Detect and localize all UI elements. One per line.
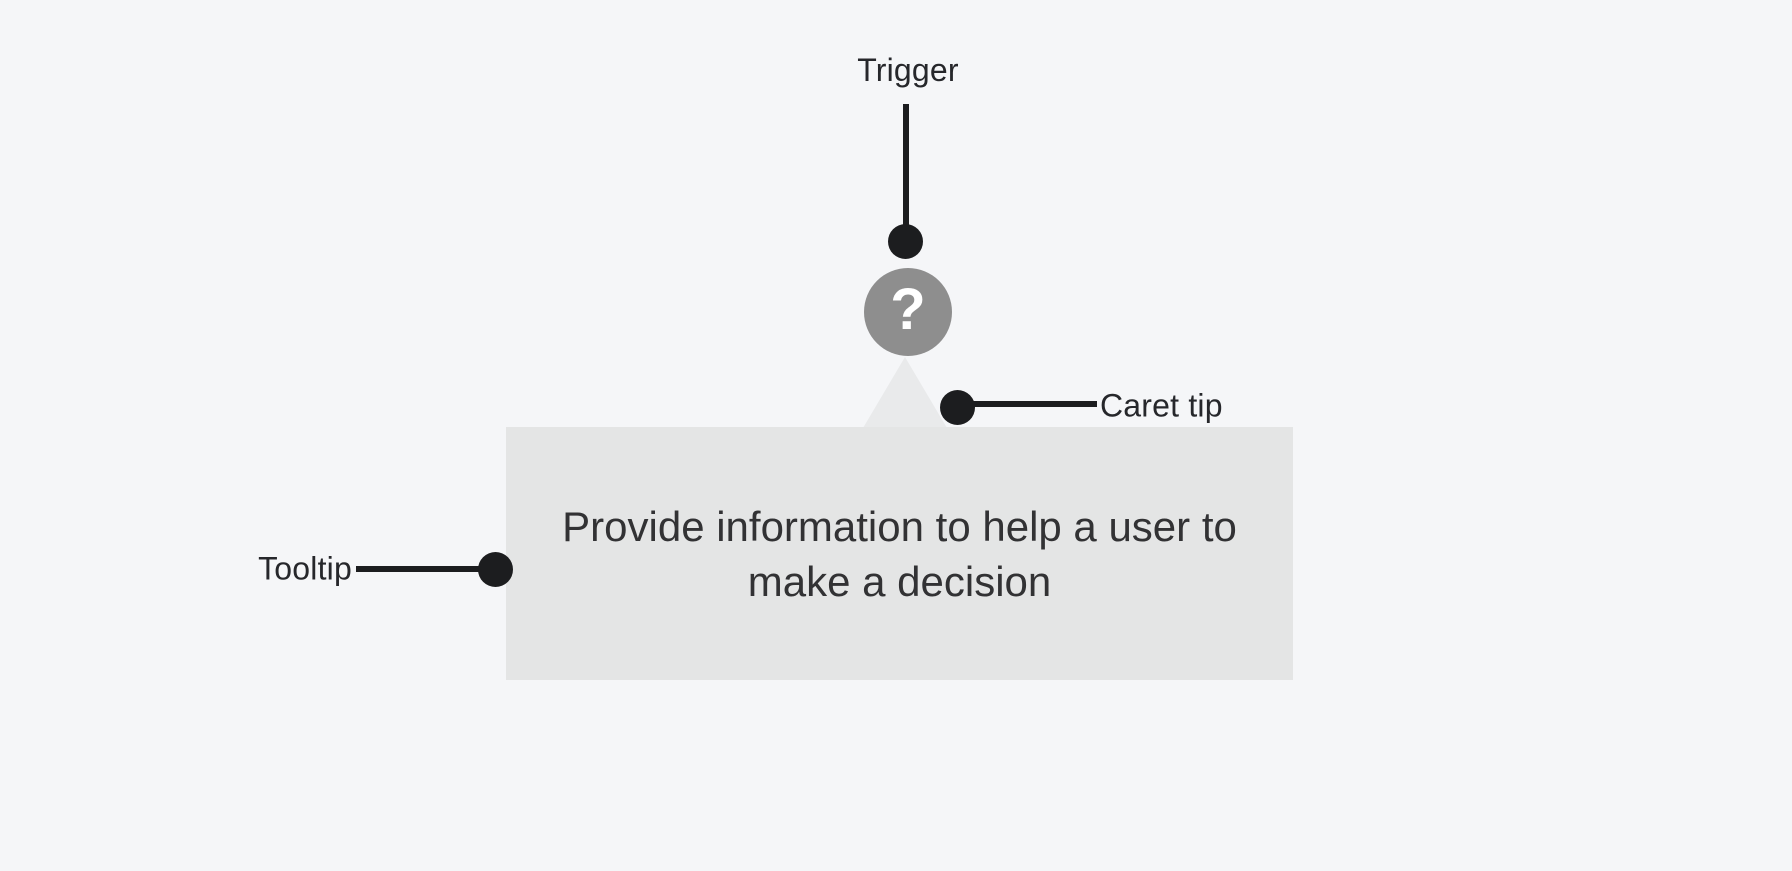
tooltip-connector-dot [478, 552, 513, 587]
caret-tip-connector-dot [940, 390, 975, 425]
trigger-connector-dot [888, 224, 923, 259]
question-mark-icon: ? [890, 277, 926, 342]
tooltip-annotation-label: Tooltip [258, 550, 352, 587]
caret-tip-annotation-label: Caret tip [1100, 387, 1223, 424]
help-trigger-button[interactable]: ? [864, 268, 952, 356]
trigger-connector-line [903, 104, 909, 230]
tooltip-text-line-1: Provide information to help a user to [562, 502, 1237, 550]
caret-tip-connector-line [972, 401, 1097, 407]
tooltip-caret [863, 357, 947, 428]
tooltip-bubble: Provide information to help a user to ma… [506, 427, 1293, 680]
tooltip-text-line-2: make a decision [747, 557, 1052, 605]
trigger-annotation-label: Trigger [857, 52, 959, 88]
tooltip-connector-line [356, 566, 481, 572]
